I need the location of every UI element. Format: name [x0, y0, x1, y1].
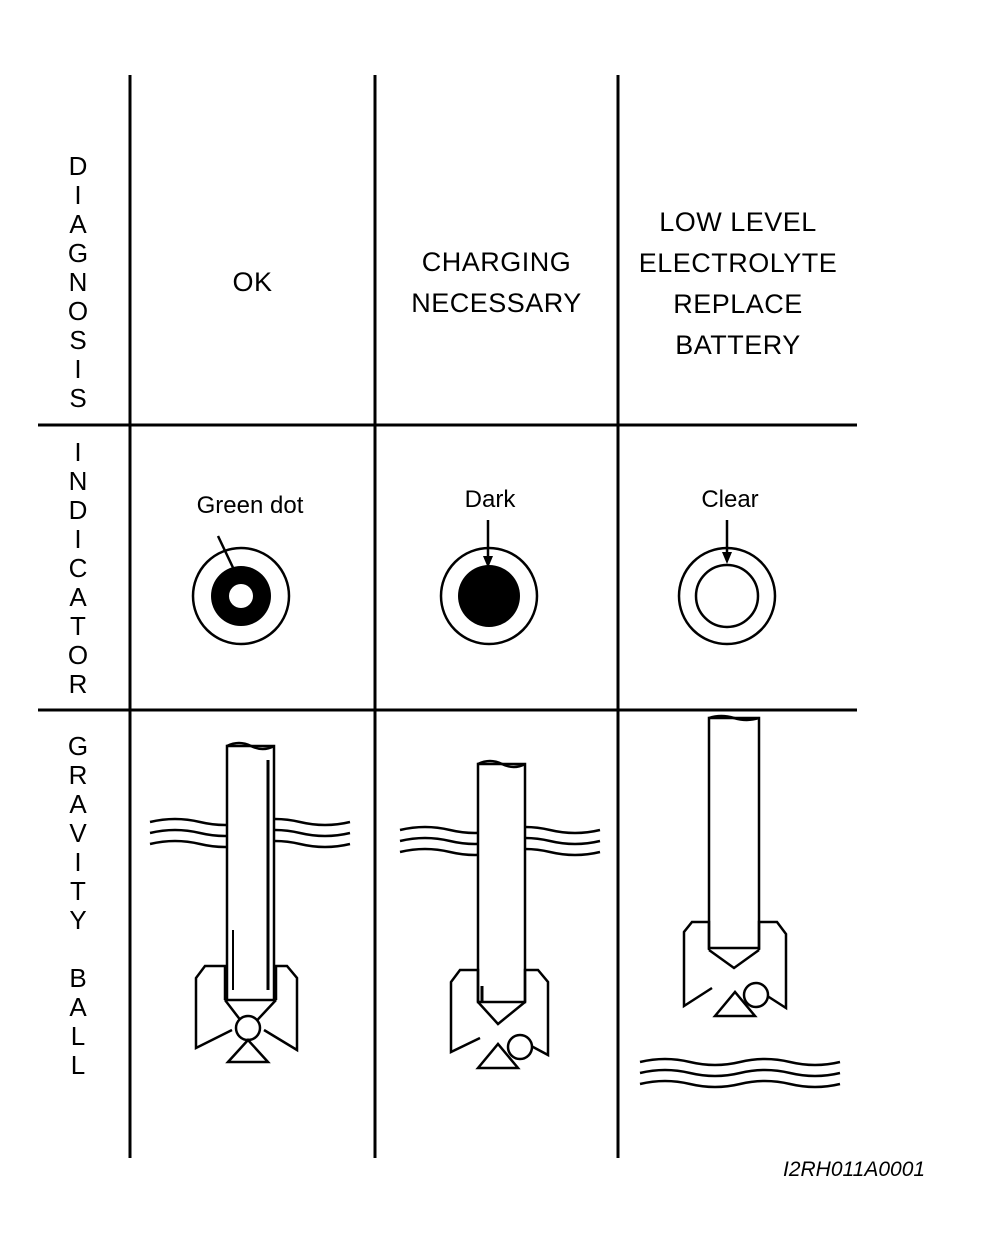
gravity-ok-hydrometer-icon: [149, 741, 351, 1064]
indicator-label-dark: Dark: [464, 486, 516, 513]
indicator-green-dot-icon: [191, 535, 291, 646]
indicator-clear-icon: [677, 520, 777, 646]
indicator-dark-icon: [439, 520, 539, 646]
gravity-low-level-hydrometer-icon: [639, 714, 841, 1089]
row-label-gravity-ball: G R A V I T Y B A L L: [67, 731, 89, 1080]
row-label-indicator: I N D I C A T O R: [67, 437, 89, 699]
indicator-label-green-dot: Green dot: [196, 492, 304, 519]
row-label-diagnosis: D I A G N O S I S: [67, 151, 89, 413]
indicator-label-clear: Clear: [701, 486, 759, 513]
figure-id: I2RH011A0001: [783, 1158, 926, 1181]
diagnosis-charging-necessary: CHARGING NECESSARY: [411, 247, 582, 318]
diagnosis-ok: OK: [232, 267, 273, 297]
diagnosis-low-level-electrolyte: LOW LEVEL ELECTROLYTE REPLACE BATTERY: [638, 207, 838, 360]
gravity-charging-hydrometer-icon: [399, 759, 601, 1070]
grid-lines: [38, 75, 857, 1158]
